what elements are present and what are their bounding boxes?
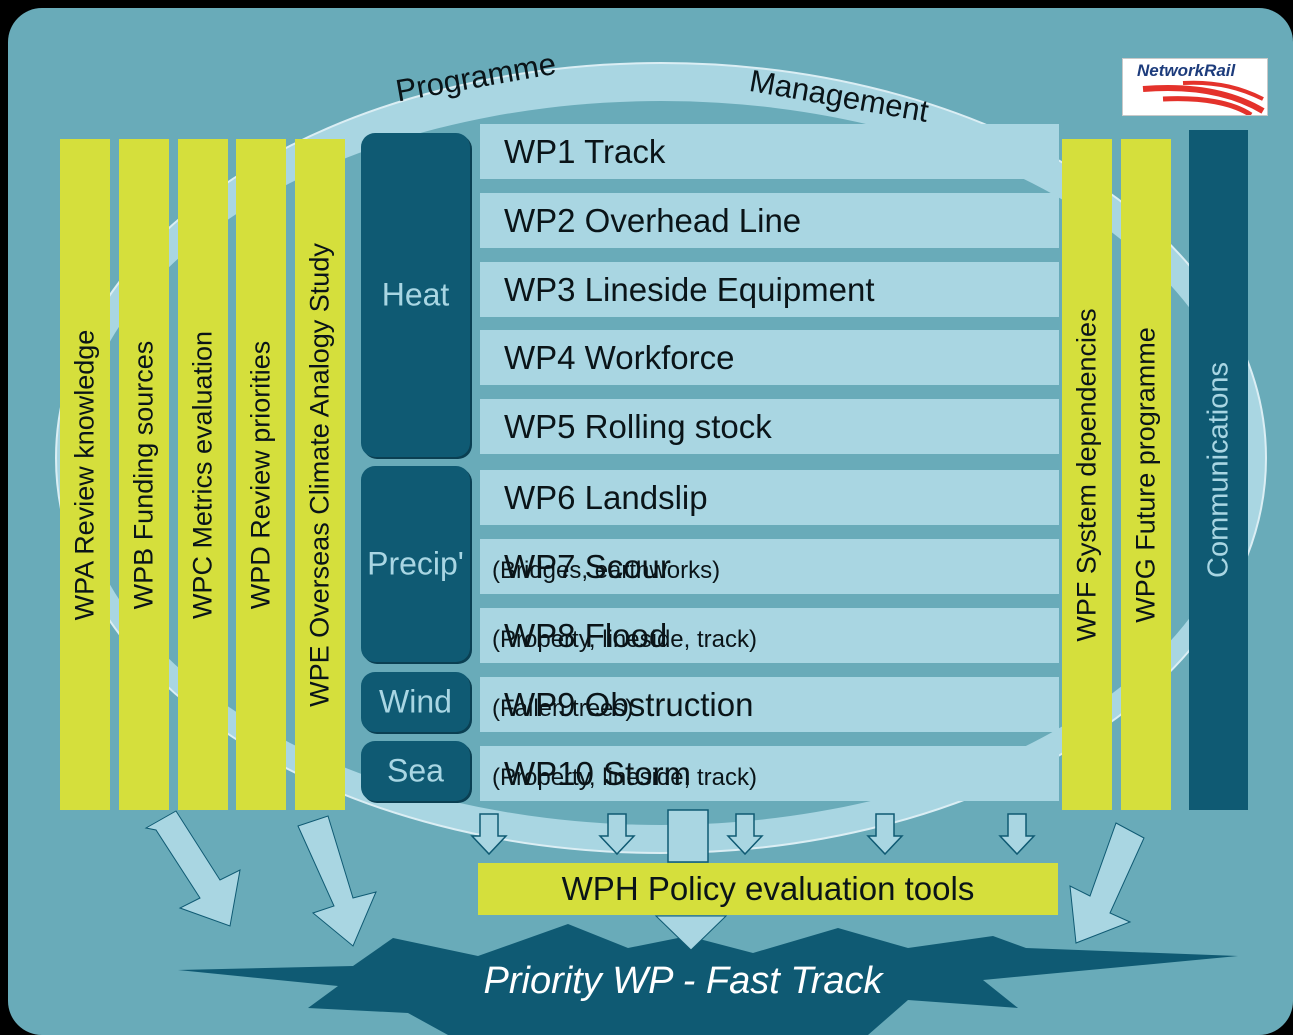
hazard-heat: Heat: [361, 133, 470, 457]
wp-row: WP7 Scour (Bridges, earthworks): [480, 539, 1059, 594]
arrow-left-2: [297, 815, 377, 947]
bar-wpg-label: WPG Future programme: [1130, 326, 1161, 623]
wp-row: WP3 Lineside Equipment: [480, 262, 1059, 317]
diagram-board: Programme Management NetworkRail WPA Rev…: [8, 8, 1293, 1035]
arrow-right: [1069, 822, 1145, 944]
networkrail-logo: NetworkRail: [1122, 58, 1268, 116]
wp-title: WP7 Scour: [504, 547, 671, 585]
bar-wpc: WPC Metrics evaluation: [178, 139, 228, 810]
bar-wpb: WPB Funding sources: [119, 139, 169, 810]
big-arrow-stem: [667, 809, 709, 863]
wp-title: WP10 Storm: [504, 754, 692, 792]
arrow-left-1: [144, 810, 241, 927]
wp-title: WP2 Overhead Line: [504, 201, 802, 239]
communications-label: Communications: [1202, 362, 1234, 578]
policy-tools-bar: WPH Policy evaluation tools: [478, 863, 1058, 915]
bar-wpa: WPA Review knowledge: [60, 139, 110, 810]
wp-row: WP9 Obstruction (Fallen trees): [480, 677, 1059, 732]
hazard-sea: Sea: [361, 741, 470, 801]
hazard-sea-label: Sea: [387, 752, 444, 789]
bar-wpd-label: WPD Review priorities: [245, 340, 276, 609]
wp-detail: (Fallen trees): [492, 694, 634, 722]
small-arrow-4: [866, 813, 904, 856]
bar-wpa-label: WPA Review knowledge: [69, 329, 100, 620]
hazard-precip-label: Precip': [367, 545, 464, 582]
wp-title: WP8 Flood: [504, 616, 668, 654]
fast-track-label: Priority WP - Fast Track: [483, 960, 883, 1002]
wp-row: WP4 Workforce: [480, 330, 1059, 385]
bar-wpg: WPG Future programme: [1121, 139, 1171, 810]
wp-row: WP1 Track: [480, 124, 1059, 179]
small-arrow-1: [470, 813, 508, 856]
policy-tools-label: WPH Policy evaluation tools: [561, 870, 975, 907]
wp-title: WP3 Lineside Equipment: [504, 270, 875, 308]
logo-stripes-icon: [1142, 80, 1265, 115]
hazard-wind: Wind: [361, 672, 470, 732]
logo-text: NetworkRail: [1137, 61, 1236, 80]
bar-wpb-label: WPB Funding sources: [128, 340, 159, 609]
wp-row: WP2 Overhead Line: [480, 193, 1059, 248]
small-arrow-5: [998, 813, 1036, 856]
hazard-heat-label: Heat: [381, 276, 450, 313]
wp-detail: (Property, lineside, track): [492, 763, 757, 791]
bar-wpe-label: WPE Overseas Climate Analogy Study: [304, 242, 335, 707]
wp-title: WP9 Obstruction: [504, 685, 754, 723]
wp-title: WP5 Rolling stock: [504, 407, 772, 445]
bar-wpc-label: WPC Metrics evaluation: [187, 330, 218, 619]
hazard-precip: Precip': [361, 466, 470, 662]
bar-wpe: WPE Overseas Climate Analogy Study: [295, 139, 345, 810]
wp-row: WP8 Flood (Property, lineside, track): [480, 608, 1059, 663]
wp-title: WP1 Track: [504, 132, 666, 170]
wp-detail: (Bridges, earthworks): [492, 556, 721, 584]
bar-wpf: WPF System dependencies: [1062, 139, 1112, 810]
bar-wpd: WPD Review priorities: [236, 139, 286, 810]
wp-title: WP4 Workforce: [504, 338, 735, 376]
small-arrow-2: [598, 813, 636, 856]
communications-arrow: Communications: [1189, 130, 1248, 810]
wp-row: WP10 Storm (Property, lineside, track): [480, 746, 1059, 801]
wp-row: WP5 Rolling stock: [480, 399, 1059, 454]
small-arrow-3: [726, 813, 764, 856]
wp-detail: (Property, lineside, track): [492, 625, 757, 653]
big-arrow-head: [654, 915, 728, 951]
hazard-wind-label: Wind: [379, 683, 452, 720]
wp-title: WP6 Landslip: [504, 478, 708, 516]
wp-row: WP6 Landslip: [480, 470, 1059, 525]
bar-wpf-label: WPF System dependencies: [1071, 307, 1102, 642]
fast-track-burst: [178, 924, 1238, 1035]
